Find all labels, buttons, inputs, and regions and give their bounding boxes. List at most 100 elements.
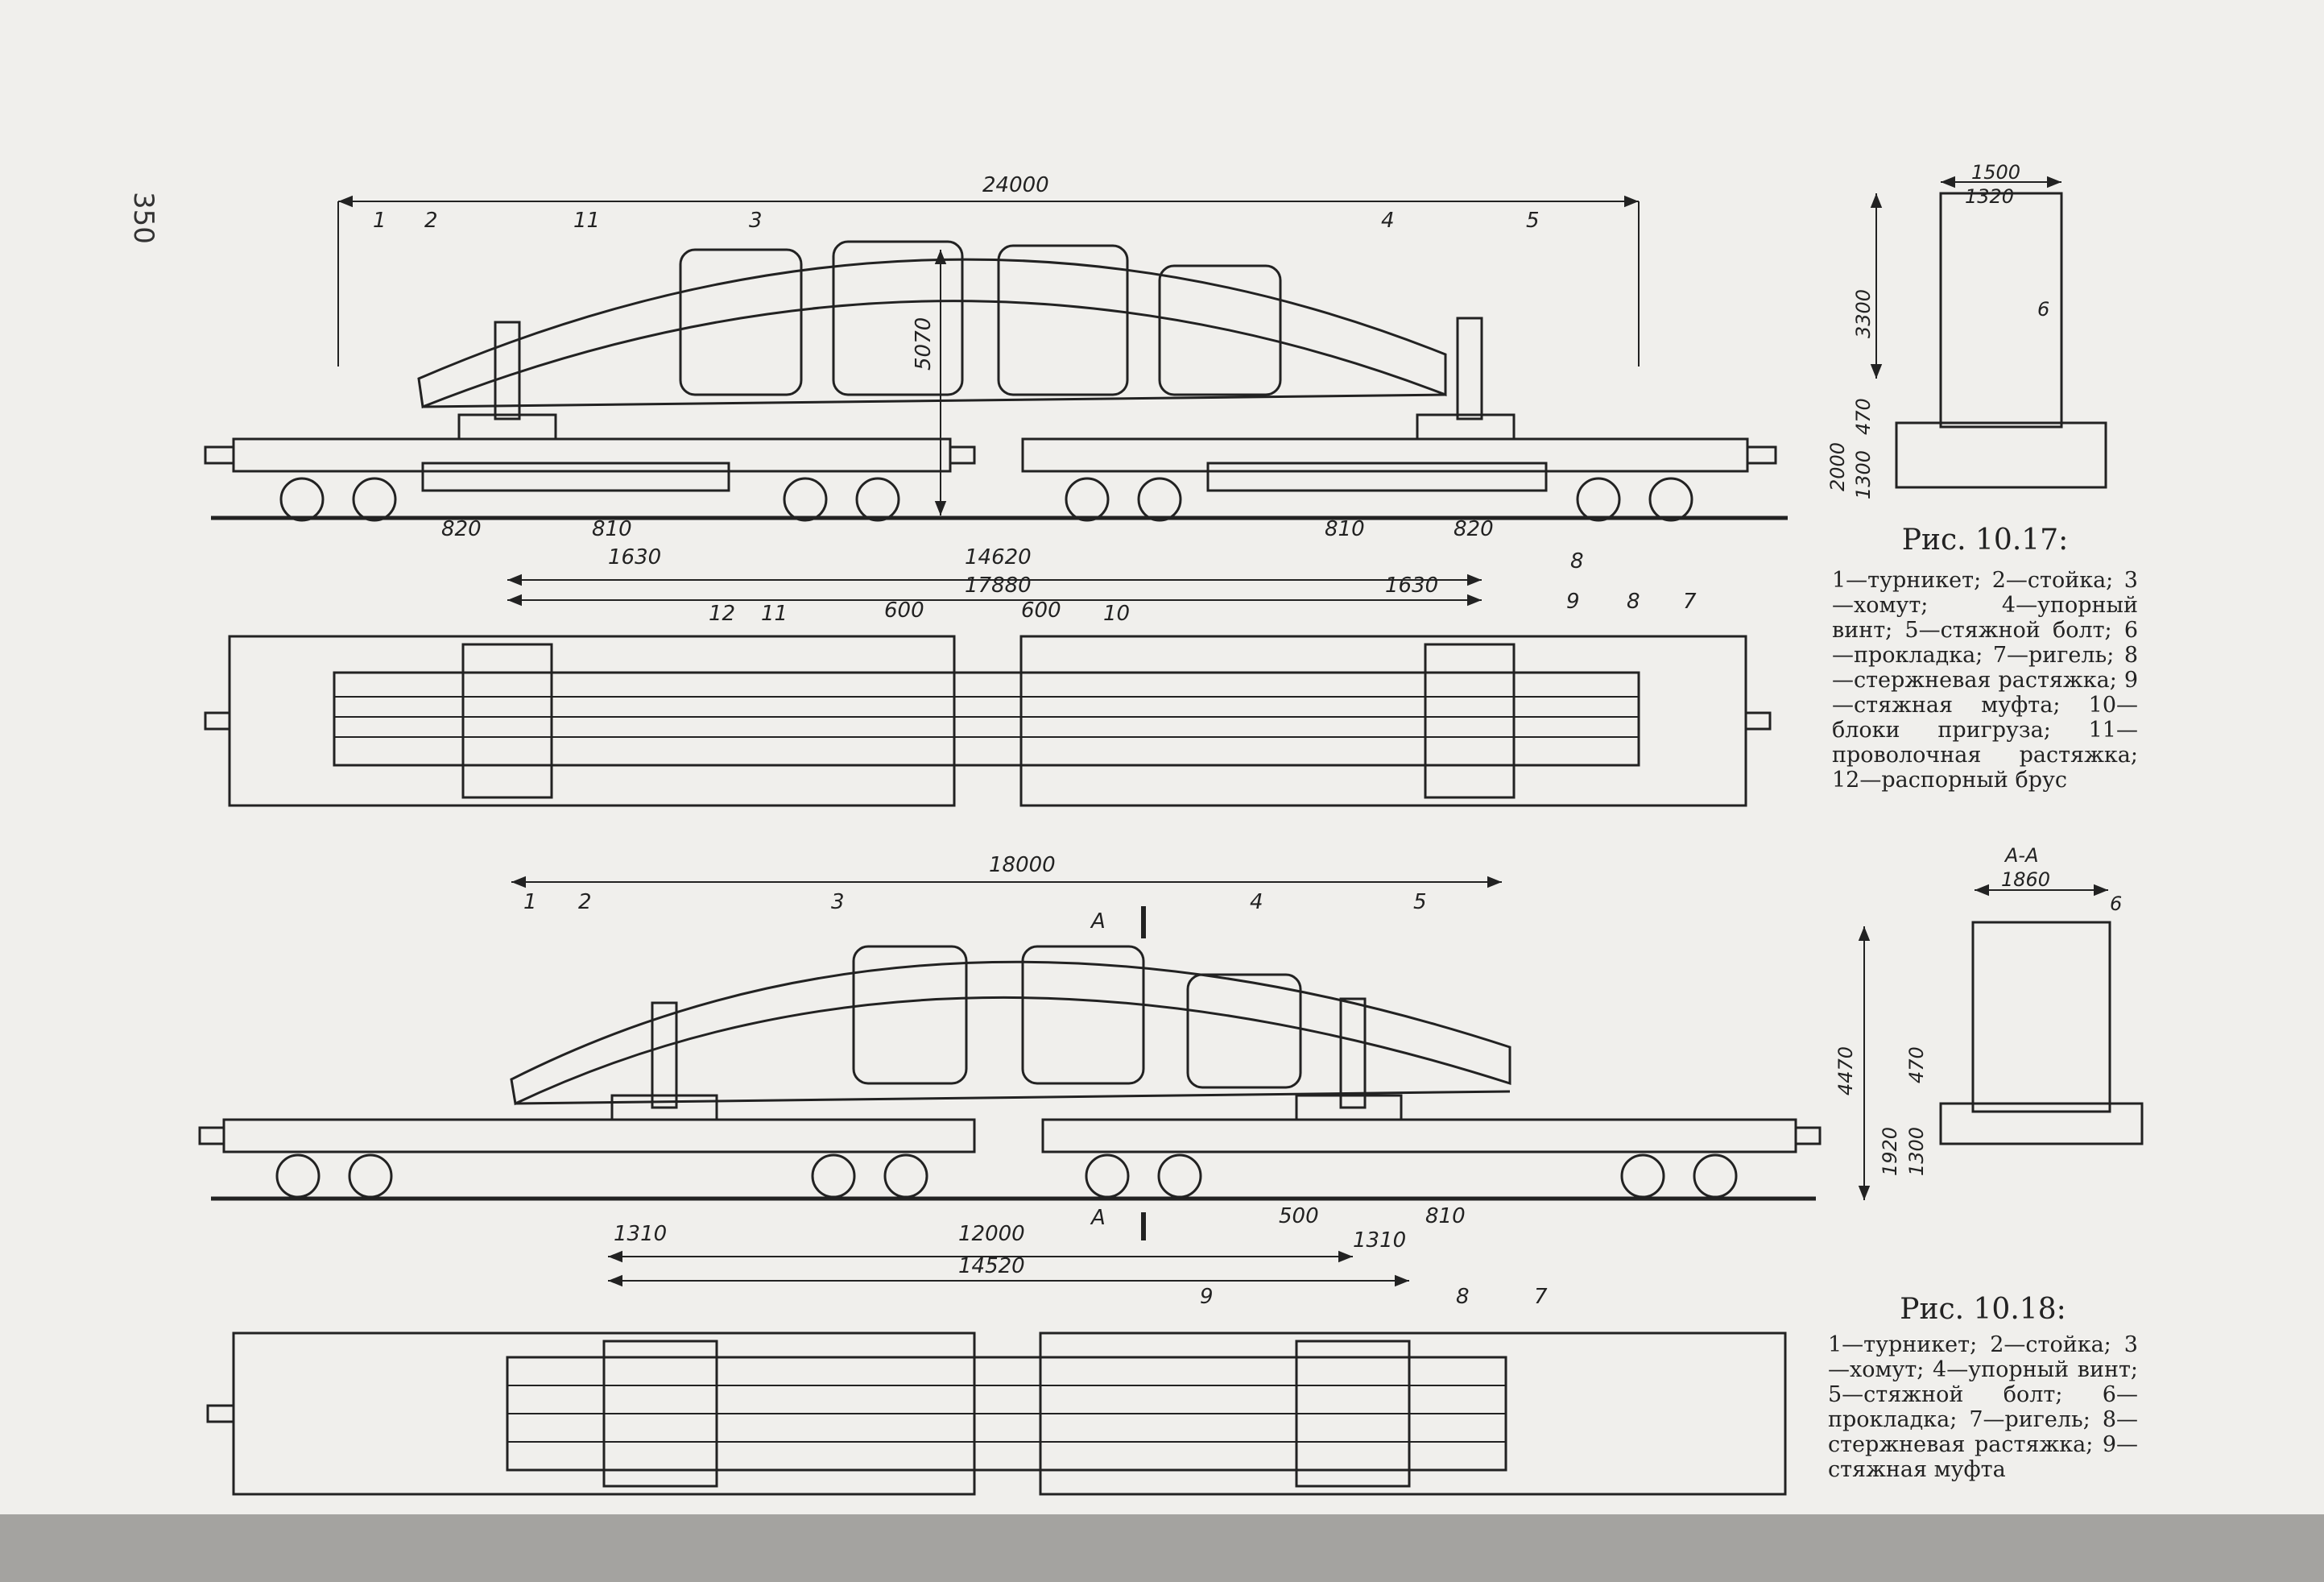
wheel <box>1648 477 1693 522</box>
wagon-frame <box>232 437 952 473</box>
callout-5: 5 <box>1526 209 1540 233</box>
truss-bottom-chord <box>515 1090 1511 1105</box>
turntable-plan <box>1424 643 1516 799</box>
callout-3: 3 <box>831 890 845 914</box>
turntable <box>457 413 557 441</box>
callout-4: 4 <box>1381 209 1395 233</box>
callout-8: 8 <box>1570 549 1584 574</box>
callout-6: 6 <box>2037 298 2049 321</box>
callout-7: 7 <box>1534 1285 1548 1309</box>
turntable-plan <box>461 643 553 799</box>
dim-span: 12000 <box>958 1222 1025 1246</box>
dim-width-outer: 1500 <box>1971 161 2020 184</box>
dim-left-a: 1310 <box>614 1222 667 1246</box>
dim-span: 14620 <box>965 545 1032 569</box>
wagon-frame <box>1041 1118 1797 1153</box>
callout-1: 1 <box>373 209 387 233</box>
truss-top-chord <box>510 960 1511 1106</box>
stand-post <box>651 1001 678 1109</box>
wheel <box>783 477 828 522</box>
wagon-sill <box>421 462 730 492</box>
callout-5: 5 <box>1413 890 1427 914</box>
wheel <box>811 1153 856 1199</box>
wagon-buffer <box>949 445 976 465</box>
wheel <box>275 1153 320 1199</box>
dim-total: 14520 <box>958 1254 1025 1278</box>
turntable <box>610 1094 718 1121</box>
caption-text: 1—турникет; 2—стойка; 3—хомут; 4—упорный… <box>1832 568 2138 793</box>
wagon-buffer <box>198 1126 225 1145</box>
truss-panel <box>832 240 964 396</box>
callout-8: 8 <box>1456 1285 1470 1309</box>
dim-right-b: 1310 <box>1353 1228 1406 1253</box>
dim-right-b: 820 <box>1454 517 1494 541</box>
dim-right-c: 810 <box>1425 1204 1466 1228</box>
callout-9: 9 <box>1566 590 1580 614</box>
callout-11: 11 <box>573 209 600 233</box>
wheel <box>1620 1153 1665 1199</box>
dim-h-mid: 470 <box>1852 398 1875 435</box>
dim-width: 1860 <box>2001 868 2050 891</box>
dim-height: 5070 <box>912 317 936 371</box>
section-wagon <box>1939 1102 2144 1145</box>
callout-8: 8 <box>1627 590 1640 614</box>
caption-text: 1—турникет; 2—стойка; 3—хомут; 4—упорный… <box>1828 1332 2138 1482</box>
truss-panel <box>1186 973 1302 1089</box>
stand-post <box>1339 997 1367 1109</box>
wheel <box>1157 1153 1202 1199</box>
dim-gap-right: 600 <box>1021 598 1061 623</box>
dim-right-c: 1630 <box>1385 574 1438 598</box>
wheel <box>1693 1153 1738 1199</box>
section-bundle <box>1971 921 2111 1113</box>
callout-6: 6 <box>2110 892 2122 915</box>
wheel <box>279 477 325 522</box>
section-wagon <box>1895 421 2107 489</box>
dim-left-a: 820 <box>441 517 482 541</box>
dim-overall: 18000 <box>989 853 1056 877</box>
dim-right-a: 810 <box>1325 517 1365 541</box>
wagon-buffer <box>204 445 235 465</box>
turntable-plan <box>602 1340 718 1488</box>
wheel <box>1085 1153 1130 1199</box>
section-mark-a-bottom: A <box>1090 1206 1106 1230</box>
callout-12: 12 <box>709 602 735 626</box>
fig-10-18-plan-view <box>206 1331 1787 1496</box>
wagon-frame <box>1021 437 1749 473</box>
dim-left-c: 1630 <box>608 545 661 569</box>
callout-11: 11 <box>761 602 788 626</box>
callout-1: 1 <box>523 890 537 914</box>
dim-h-lower-total: 1920 <box>1879 1127 1901 1176</box>
dim-right-a: 500 <box>1279 1204 1319 1228</box>
callout-2: 2 <box>578 890 592 914</box>
dim-h-mid: 470 <box>1905 1046 1928 1083</box>
wagon-plan <box>1019 635 1747 807</box>
section-bundle <box>1939 192 2063 429</box>
fig-10-17-plan-view <box>204 635 1772 807</box>
wheel <box>883 1153 928 1199</box>
callout-7: 7 <box>1683 590 1697 614</box>
caption-fig-10-17: Рис. 10.17: 1—турникет; 2—стойка; 3—хому… <box>1832 524 2138 793</box>
wagon-plan <box>228 635 956 807</box>
wheel <box>1576 477 1621 522</box>
dim-h-total: 2000 <box>1826 442 1849 491</box>
truss-panel <box>1021 945 1145 1085</box>
dim-width-inner: 1320 <box>1965 185 2014 208</box>
caption-fig-10-18: Рис. 10.18: 1—турникет; 2—стойка; 3—хому… <box>1828 1293 2138 1482</box>
truss-bottom-chord <box>422 393 1446 408</box>
fig-10-17-section <box>1870 176 2107 489</box>
stand-post <box>494 321 521 420</box>
truss-panel <box>852 945 968 1085</box>
dim-h-total: 4470 <box>1834 1046 1857 1095</box>
wheel <box>1065 477 1110 522</box>
stand-post <box>1456 317 1483 420</box>
callout-10: 10 <box>1103 602 1130 626</box>
caption-title: Рис. 10.17: <box>1901 524 2069 557</box>
truss-panel <box>1158 264 1282 396</box>
fig-10-18-side-view <box>198 876 1822 1287</box>
turntable <box>1295 1094 1403 1121</box>
wheel <box>855 477 900 522</box>
dim-h-upper: 3300 <box>1852 289 1875 338</box>
dim-h-lower: 1300 <box>1905 1127 1928 1176</box>
wagon-buffer <box>206 1404 235 1423</box>
